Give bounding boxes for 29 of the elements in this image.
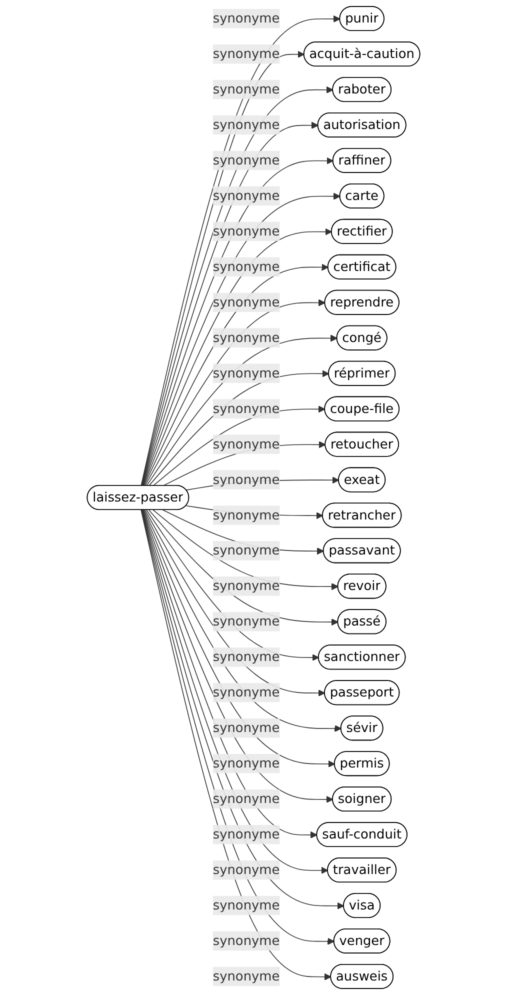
edge-label: synonyme bbox=[212, 862, 280, 878]
edge-label: synonyme bbox=[212, 400, 280, 416]
edge-label: synonyme bbox=[212, 472, 280, 488]
edge-label: synonyme bbox=[212, 614, 280, 629]
edge-label: synonyme bbox=[212, 436, 280, 452]
edge-label: synonyme bbox=[212, 294, 280, 310]
arrow bbox=[146, 510, 320, 662]
edge-label: synonyme bbox=[212, 116, 280, 132]
edge-label: synonyme bbox=[212, 258, 280, 274]
edge-label: synonyme bbox=[212, 826, 280, 842]
edge-label: synonyme bbox=[212, 81, 280, 97]
edge-label: synonyme bbox=[212, 897, 280, 913]
edge-label: synonyme bbox=[212, 578, 280, 594]
edge-label: synonyme bbox=[212, 330, 280, 346]
edge-label: synonyme bbox=[212, 720, 280, 736]
edge-label: synonyme bbox=[212, 932, 280, 948]
edge-label: synonyme bbox=[212, 10, 280, 26]
edge-label: synonyme bbox=[212, 649, 280, 664]
edge-label: synonyme bbox=[212, 791, 280, 806]
edge-label: synonyme bbox=[212, 46, 280, 62]
edge-label: synonyme bbox=[212, 684, 280, 700]
edge-label: synonyme bbox=[212, 756, 280, 771]
edge-label: synonyme bbox=[212, 507, 280, 522]
edge-label: synonyme bbox=[212, 223, 280, 239]
edge-label: synonyme bbox=[212, 188, 280, 204]
edge-label: synonyme bbox=[212, 968, 280, 984]
edge-label: synonyme bbox=[212, 152, 280, 168]
edge-label: synonyme bbox=[212, 542, 280, 558]
edge-label: synonyme bbox=[212, 365, 280, 381]
